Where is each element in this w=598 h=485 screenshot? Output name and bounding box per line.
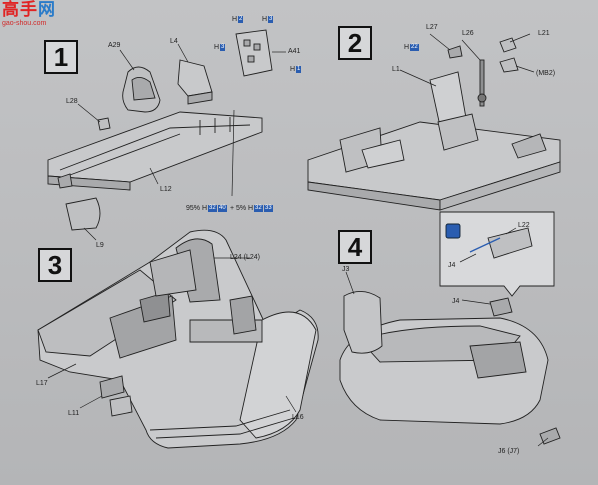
label-l22: L22 bbox=[518, 222, 530, 229]
step1-drawing bbox=[47, 29, 273, 231]
label-mb2: (MB2) bbox=[536, 70, 556, 77]
chip-40: 40 bbox=[218, 205, 227, 212]
label-l24: L24 (L24) bbox=[230, 254, 260, 261]
chip-22: 22 bbox=[410, 44, 419, 51]
label-j4: J4 bbox=[452, 298, 460, 305]
label-j4-callout: J4 bbox=[448, 262, 456, 269]
label-l17: L17 bbox=[36, 380, 48, 387]
label-l9: L9 bbox=[96, 242, 104, 249]
label-h-2: H bbox=[232, 16, 238, 23]
step4-drawing bbox=[339, 211, 561, 445]
label-l12: L12 bbox=[160, 186, 172, 193]
watermark-char-2: 手 bbox=[20, 0, 38, 20]
label-plus: + bbox=[230, 205, 235, 212]
label-l1: L1 bbox=[392, 66, 400, 73]
label-h-1: H bbox=[290, 66, 296, 73]
chip-2: 2 bbox=[238, 16, 244, 23]
label-h-3: H bbox=[262, 16, 268, 23]
label-j3: J3 bbox=[342, 266, 350, 273]
label-h-32c: H bbox=[248, 205, 254, 212]
label-h-32a: H bbox=[202, 205, 208, 212]
label-l21: L21 bbox=[538, 30, 550, 37]
label-a29: A29 bbox=[108, 42, 121, 49]
chip-32a: 32 bbox=[208, 205, 217, 212]
step2-drawing bbox=[307, 37, 561, 211]
step3-drawing bbox=[37, 229, 319, 449]
label-95pct: 95% bbox=[186, 205, 201, 212]
label-5pct: 5% bbox=[236, 205, 247, 212]
watermark-char-3: 网 bbox=[38, 0, 56, 20]
label-l27: L27 bbox=[426, 24, 438, 31]
label-h-22: H bbox=[404, 44, 410, 51]
step-4-number: 4 bbox=[338, 230, 372, 264]
step-1-number: 1 bbox=[44, 40, 78, 74]
chip-33: 33 bbox=[264, 205, 273, 212]
step-3-number: 3 bbox=[38, 248, 72, 282]
chip-3b: 3 bbox=[220, 44, 226, 51]
chip-1: 1 bbox=[296, 66, 302, 73]
label-l4: L4 bbox=[170, 38, 178, 45]
label-l28: L28 bbox=[66, 98, 78, 105]
watermark-char-1: 高 bbox=[2, 0, 20, 20]
label-j6-j7: J6 (J7) bbox=[498, 448, 520, 455]
site-watermark: 高手网 gao-shou.com bbox=[2, 2, 56, 28]
watermark-url: gao-shou.com bbox=[2, 20, 47, 27]
chip-32c: 32 bbox=[254, 205, 263, 212]
watermark-title: 高手网 bbox=[2, 2, 56, 19]
label-l26: L26 bbox=[462, 30, 474, 37]
label-a41: A41 bbox=[288, 48, 301, 55]
label-l16: L16 bbox=[292, 414, 304, 421]
chip-3: 3 bbox=[268, 16, 274, 23]
step-2-number: 2 bbox=[338, 26, 372, 60]
label-h-3b: H bbox=[214, 44, 220, 51]
label-l11: L11 bbox=[68, 410, 80, 417]
